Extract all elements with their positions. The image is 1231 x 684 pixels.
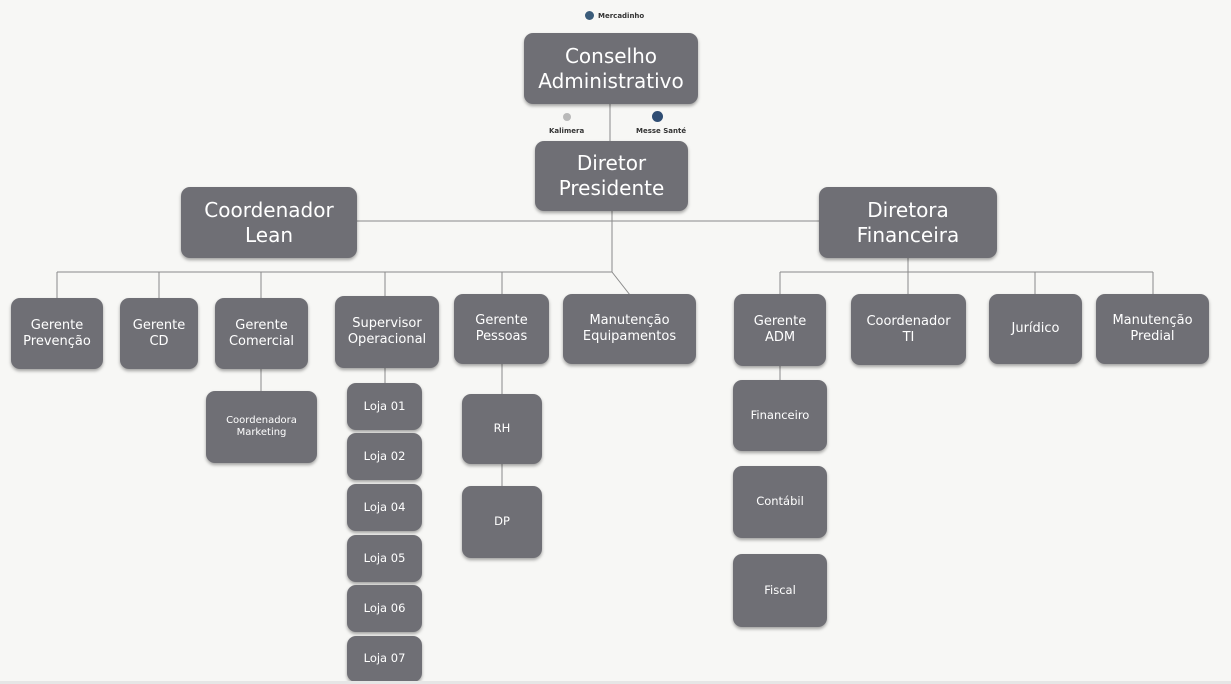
node-coordenadora-marketing: Coordenadora Marketing (206, 391, 317, 463)
node-gerente-cd: Gerente CD (120, 298, 198, 369)
logo-left-mark (563, 113, 571, 121)
logo-right-mark (652, 111, 663, 122)
logo-right-text: Messe Santé (636, 127, 687, 135)
scan-edge (0, 681, 1231, 684)
node-loja-07: Loja 07 (347, 636, 422, 682)
node-financeiro: Financeiro (733, 380, 827, 451)
node-diretor-presidente: Diretor Presidente (535, 141, 688, 211)
node-supervisor-operacional: Supervisor Operacional (335, 296, 439, 368)
node-diretora-financeira: Diretora Financeira (819, 187, 997, 258)
logo-top-text: Mercadinho (598, 12, 645, 20)
node-fiscal: Fiscal (733, 554, 827, 627)
node-coordenador-ti: Coordenador TI (851, 294, 966, 365)
node-loja-02: Loja 02 (347, 433, 422, 480)
node-coordenador-lean: Coordenador Lean (181, 187, 357, 258)
logo-top-mark (585, 11, 594, 20)
node-gerente-prevencao: Gerente Prevenção (11, 298, 103, 369)
connector-line (611, 271, 631, 296)
node-loja-06: Loja 06 (347, 585, 422, 632)
node-manutencao-equipamentos: Manutenção Equipamentos (563, 294, 696, 364)
logo-left-text: Kalimera (549, 127, 585, 135)
node-gerente-comercial: Gerente Comercial (215, 298, 308, 369)
node-gerente-adm: Gerente ADM (734, 294, 826, 366)
node-loja-04: Loja 04 (347, 484, 422, 531)
node-gerente-pessoas: Gerente Pessoas (454, 294, 549, 364)
node-contabil: Contábil (733, 466, 827, 538)
node-loja-05: Loja 05 (347, 535, 422, 582)
node-rh: RH (462, 394, 542, 464)
node-juridico: Jurídico (989, 294, 1082, 364)
node-manutencao-predial: Manutenção Predial (1096, 294, 1209, 364)
node-loja-01: Loja 01 (347, 383, 422, 430)
node-conselho-administrativo: Conselho Administrativo (524, 33, 698, 104)
node-dp: DP (462, 486, 542, 558)
